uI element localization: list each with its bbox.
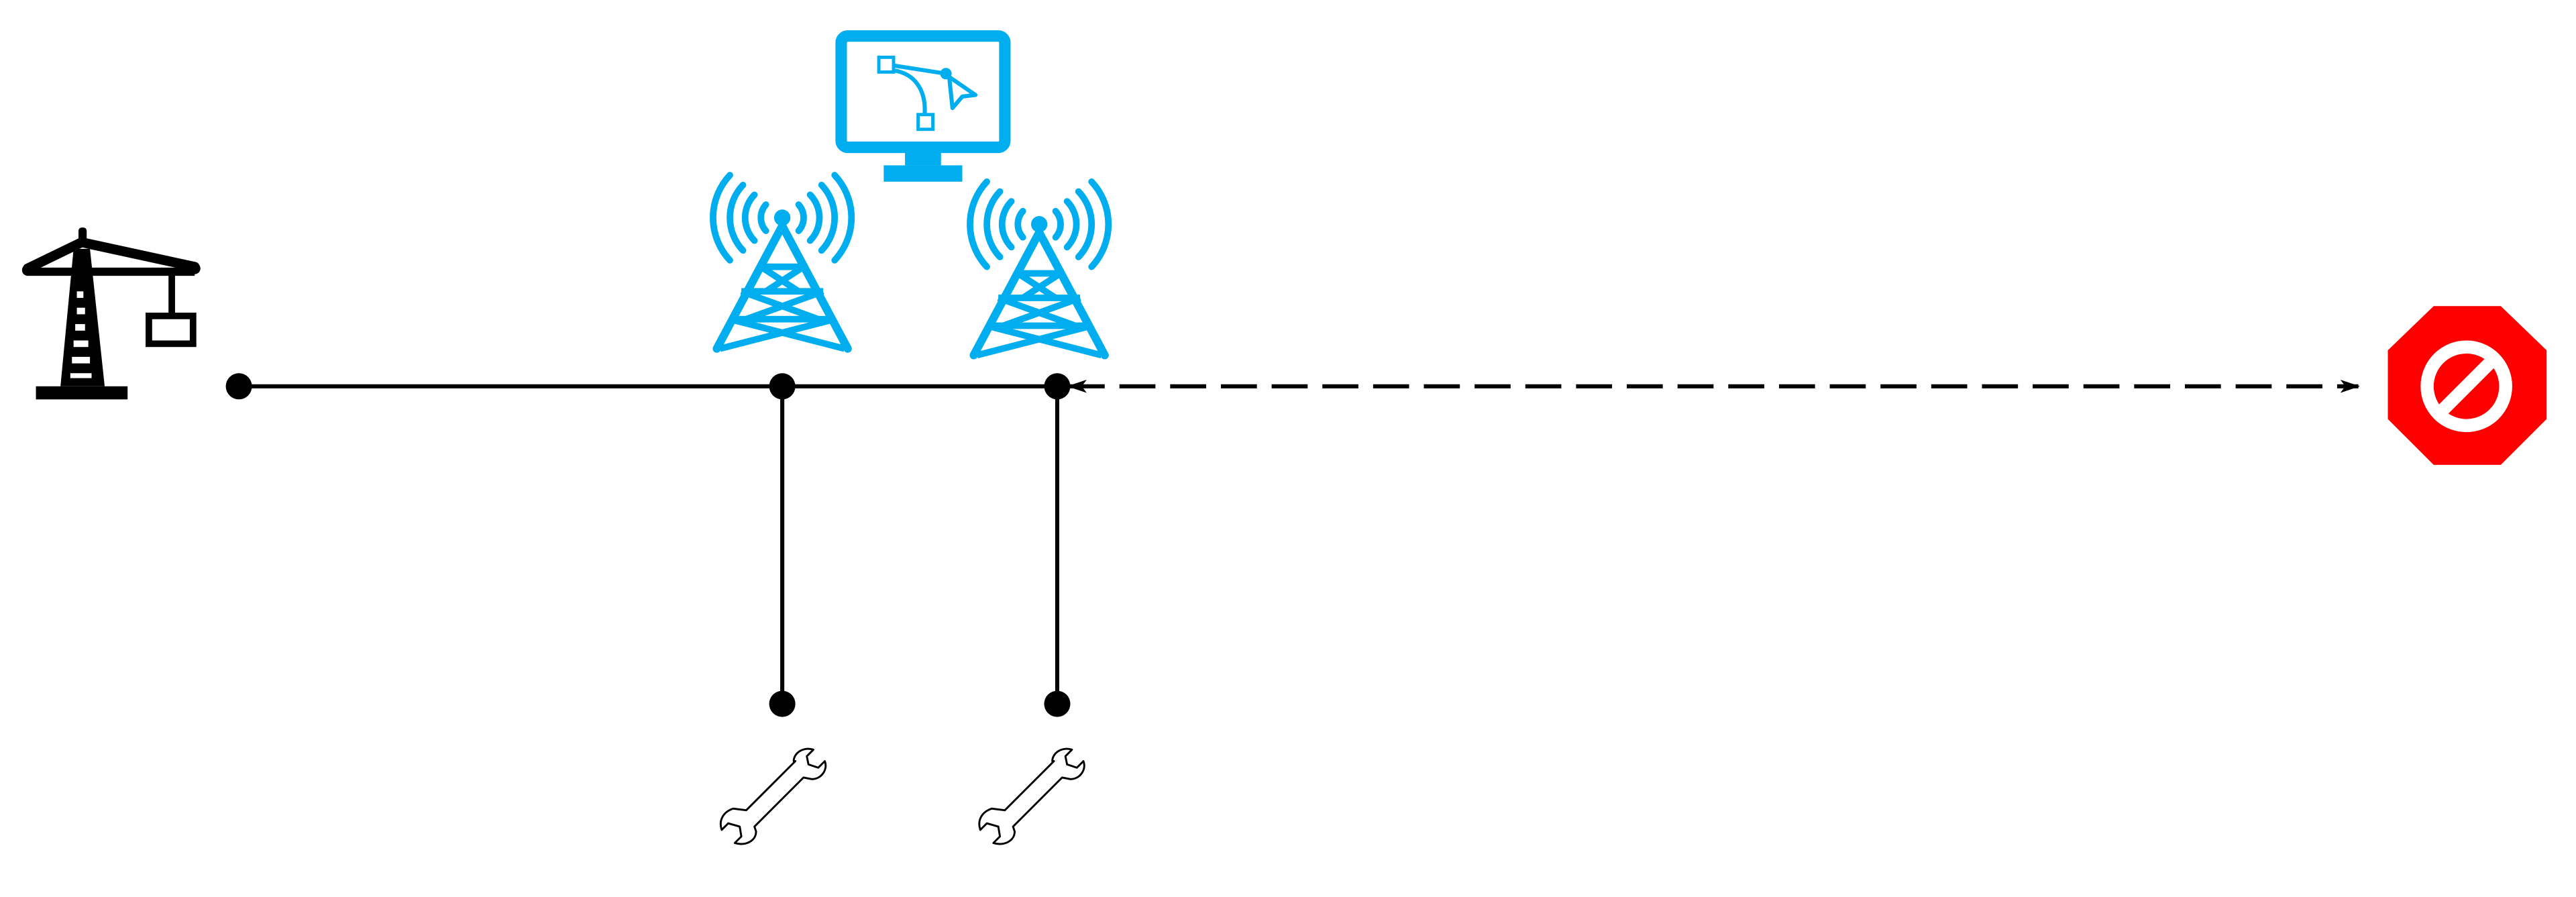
radio-tower-icon [970, 182, 1108, 356]
junction-node [769, 373, 796, 400]
monitor-vector-edit-icon [835, 30, 1011, 182]
crane-icon [21, 227, 201, 400]
junction-node [769, 690, 796, 717]
wrench-icon [719, 747, 827, 845]
no-entry-octagon-icon [2387, 306, 2547, 465]
wrench-icon [978, 747, 1085, 845]
junction-node [1044, 690, 1071, 717]
junction-node [1044, 373, 1071, 400]
junction-node [225, 373, 252, 400]
radio-tower-icon [713, 175, 851, 349]
